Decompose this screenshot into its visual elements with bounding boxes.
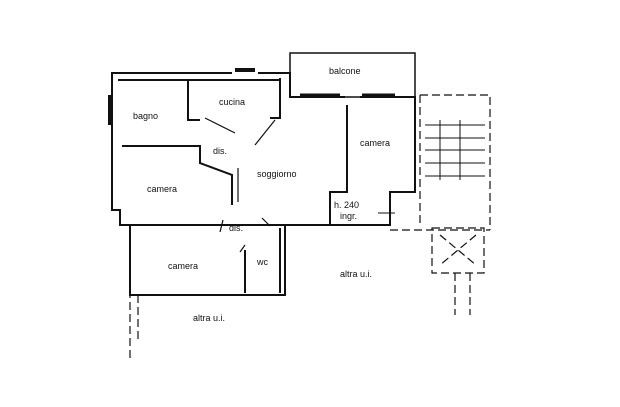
room-label-balcone: balcone <box>329 66 361 76</box>
label-height: h. 240 <box>334 200 360 210</box>
room-label-bagno: bagno <box>133 111 159 121</box>
room-label-dis-upper: dis. <box>213 146 228 156</box>
room-label-wc: wc <box>257 257 268 267</box>
room-label-ingresso: ingr. <box>340 211 358 221</box>
stair-steps <box>378 120 485 214</box>
label-altra-ui-right: altra u.i. <box>340 269 373 279</box>
room-label-dis-lower: dis. <box>229 223 244 233</box>
label-altra-ui-bottom: altra u.i. <box>193 313 226 323</box>
stair-and-boundaries <box>129 94 491 360</box>
room-label-camera-right: camera <box>360 138 391 148</box>
walls <box>111 52 416 296</box>
doors <box>108 68 395 253</box>
room-label-camera-bottom: camera <box>168 261 199 271</box>
room-label-soggiorno: soggiorno <box>257 169 297 179</box>
room-label-camera-left: camera <box>147 184 178 194</box>
room-label-cucina: cucina <box>219 97 246 107</box>
